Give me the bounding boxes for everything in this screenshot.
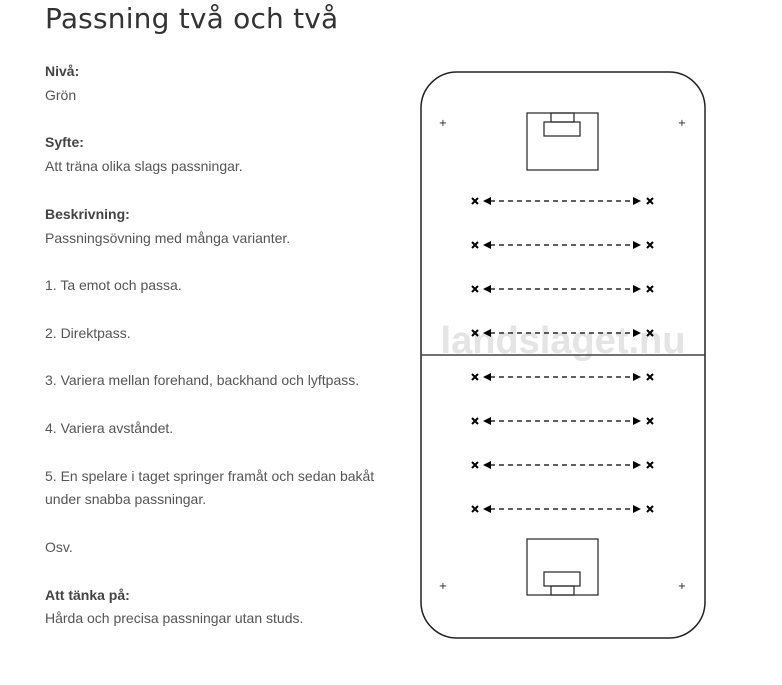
- pass-row: [471, 329, 654, 337]
- player-x-icon: [471, 241, 479, 249]
- arrow-left-icon: [483, 373, 491, 381]
- player-x-icon: [646, 461, 654, 469]
- player-x-icon: [471, 373, 479, 381]
- arrow-right-icon: [633, 241, 641, 249]
- arrow-right-icon: [633, 285, 641, 293]
- etc: Osv.: [45, 538, 73, 555]
- player-x-icon: [646, 285, 654, 293]
- arrow-left-icon: [483, 285, 491, 293]
- svg-text:+: +: [439, 581, 447, 592]
- player-x-icon: [471, 461, 479, 469]
- arrow-left-icon: [483, 417, 491, 425]
- arrow-left-icon: [483, 241, 491, 249]
- arrow-right-icon: [633, 417, 641, 425]
- arrow-left-icon: [483, 329, 491, 337]
- level-label: Nivå:: [45, 63, 80, 79]
- player-x-icon: [646, 417, 654, 425]
- pass-row: [471, 285, 654, 293]
- svg-text:+: +: [678, 118, 686, 129]
- step: 3. Variera mellan forehand, backhand och…: [45, 372, 360, 389]
- purpose-value: Att träna olika slags passningar.: [45, 158, 243, 175]
- purpose-label: Syfte:: [45, 134, 84, 151]
- svg-text:+: +: [439, 118, 447, 129]
- arrow-right-icon: [633, 329, 641, 337]
- pass-row: [471, 373, 654, 381]
- bottom-goal-area: [526, 538, 599, 596]
- arrow-right-icon: [633, 505, 641, 513]
- arrow-right-icon: [633, 373, 641, 381]
- step: 1. Ta emot och passa.: [45, 277, 182, 294]
- pass-row: [471, 241, 654, 249]
- step: 2. Direktpass.: [45, 324, 131, 341]
- description-value: Passningsövning med många varianter.: [45, 229, 291, 246]
- player-x-icon: [471, 329, 479, 337]
- pass-row: [471, 461, 654, 469]
- step: 5. En spelare i taget springer framåt oc…: [45, 467, 375, 508]
- page-title: Passning två och två: [45, 2, 339, 35]
- player-x-icon: [471, 505, 479, 513]
- player-x-icon: [646, 505, 654, 513]
- think-label: Att tänka på:: [45, 586, 130, 603]
- arrow-right-icon: [633, 197, 641, 205]
- description-label: Beskrivning:: [45, 205, 130, 222]
- top-goal-area: [526, 112, 599, 171]
- arrow-left-icon: [483, 461, 491, 469]
- arrow-left-icon: [483, 505, 491, 513]
- player-x-icon: [471, 417, 479, 425]
- player-x-icon: [471, 285, 479, 293]
- pass-row: [471, 417, 654, 425]
- pass-row: [471, 197, 654, 205]
- svg-text:+: +: [678, 581, 686, 592]
- faceoff-dots: + + + +: [439, 118, 686, 592]
- arrow-right-icon: [633, 461, 641, 469]
- step: 4. Variera avståndet.: [45, 419, 174, 436]
- player-x-icon: [646, 329, 654, 337]
- player-x-icon: [646, 373, 654, 381]
- player-x-icon: [646, 241, 654, 249]
- player-x-icon: [471, 197, 479, 205]
- level-value: Grön: [45, 86, 77, 103]
- exercise-description: Nivå: Grön Syfte: Att träna olika slags pa…: [45, 60, 395, 655]
- pass-row: [471, 505, 654, 513]
- think-value: Hårda och precisa passningar utan studs.: [45, 610, 304, 627]
- player-x-icon: [646, 197, 654, 205]
- arrow-left-icon: [483, 197, 491, 205]
